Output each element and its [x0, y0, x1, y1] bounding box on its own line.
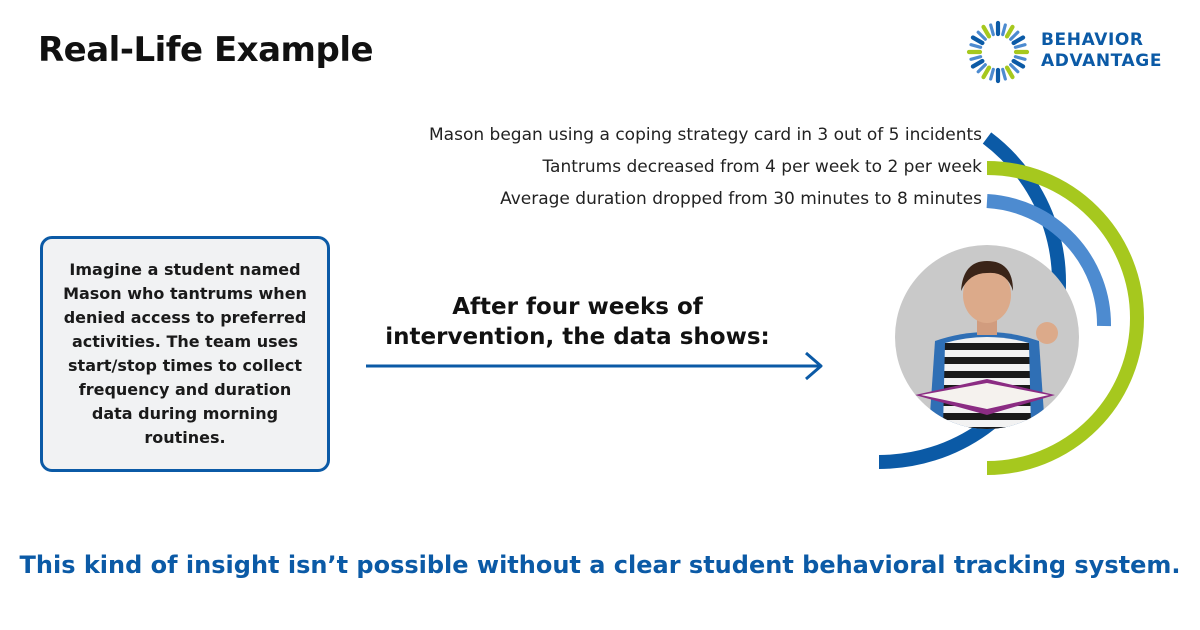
scenario-text: Imagine a student named Mason who tantru…	[63, 260, 307, 447]
brand-name-line-2: ADVANTAGE	[1041, 51, 1163, 71]
ring-inner	[986, 194, 1112, 327]
brand-logo[interactable]: BEHAVIOR ADVANTAGE	[966, 20, 1176, 84]
brand-name: BEHAVIOR ADVANTAGE	[1041, 30, 1162, 72]
stat-tantrum-frequency: Tantrums decreased from 4 per week to 2 …	[542, 157, 982, 177]
footer-statement: This kind of insight isn’t possible with…	[19, 551, 1181, 579]
student-photo	[895, 245, 1079, 429]
page-title: Real-Life Example	[38, 30, 374, 70]
scenario-card: Imagine a student named Mason who tantru…	[40, 236, 330, 472]
arrow-right-icon	[366, 351, 823, 381]
stat-tantrum-duration: Average duration dropped from 30 minutes…	[500, 189, 982, 209]
radial-burst-icon	[966, 20, 1030, 84]
arrow-label: After four weeks of intervention, the da…	[385, 294, 770, 350]
brand-name-line-1: BEHAVIOR	[1041, 30, 1144, 50]
ring-middle	[986, 161, 1144, 475]
stat-coping-card: Mason began using a coping strategy card…	[429, 125, 982, 145]
